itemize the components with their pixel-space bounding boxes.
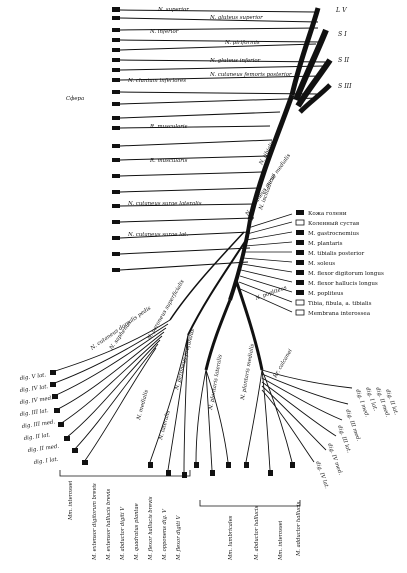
label-n-inferior: N. inferior xyxy=(149,29,179,35)
label-stub: Сфера xyxy=(66,95,84,102)
bottom-label: Mm. interossei xyxy=(68,480,74,521)
label-gluteus-superior: N. gluteus superior xyxy=(209,15,263,21)
label-lateralis: N. lateralis xyxy=(158,410,172,442)
legend-label: M. gastrocnemius xyxy=(308,231,359,237)
bottom-label: M. flexor digiti V xyxy=(176,514,182,561)
bottom-label: M. adductor hallucis xyxy=(296,501,302,557)
upper-branches xyxy=(119,9,327,271)
left-stubs xyxy=(112,7,120,272)
label-profundus: N. peroneus profundus xyxy=(174,328,196,391)
legend-marker xyxy=(296,260,304,265)
root-label: S I xyxy=(338,31,347,38)
bottom-label: M. extensor hallucis brevis xyxy=(106,489,112,561)
label-muscularis: R. muscularis xyxy=(149,124,188,130)
bottom-markers xyxy=(148,462,295,478)
legend-marker xyxy=(296,250,304,255)
legend-label: M. flexor digitorum longus xyxy=(308,271,384,277)
legend-marker xyxy=(296,270,304,275)
bottom-label: M. opponens dig. V xyxy=(162,508,168,561)
root-label: S II xyxy=(338,57,350,64)
legend-fan xyxy=(237,213,293,313)
legend-label: Коленный сустав xyxy=(308,221,359,227)
legend-marker xyxy=(295,219,305,226)
main-trunk xyxy=(169,219,264,371)
digit-label: dig. IV med. xyxy=(19,395,53,406)
left-foot-labels: dig. V lat. dig. IV lat. dig. IV med. di… xyxy=(19,372,59,466)
digit-label: dig. IV med. xyxy=(326,443,343,477)
legend: Кожа голени Коленный сустав M. gastrocne… xyxy=(295,210,384,317)
right-foot-labels: dig. I med. dig. I lat. dig. II med. dig… xyxy=(314,387,399,490)
legend-marker xyxy=(296,210,304,215)
bottom-labels: Mm. interossei M. extensor digitorum bre… xyxy=(68,480,302,561)
digit-label: dig. I lat. xyxy=(33,457,59,466)
legend-label: M. flexor hallucis longus xyxy=(308,281,378,287)
label-clunium: N. clunium inferiores xyxy=(127,78,186,84)
label-muscularis-2: R. muscularis xyxy=(149,158,188,164)
label-plantaris-med: N. plantaris medialis xyxy=(240,343,256,401)
digit-label: dig. II lat. xyxy=(23,432,51,442)
legend-label: M. soleus xyxy=(308,261,335,267)
bottom-label: M. flexor hallucis brevis xyxy=(148,496,154,561)
root-label: S III xyxy=(338,83,352,90)
legend-marker xyxy=(296,280,304,285)
bottom-label: M. extensor digitorum brevis xyxy=(92,483,98,561)
digit-label: dig. V lat. xyxy=(19,372,46,382)
bottom-label: Mm. lumbricales xyxy=(228,515,234,561)
digit-label: dig. II med. xyxy=(27,444,59,454)
legend-label: Кожа голени xyxy=(308,211,347,217)
label-sural: N. cutaneus surae lateralis xyxy=(127,201,202,207)
lower-fans xyxy=(51,319,353,473)
root-label: L V xyxy=(335,7,347,14)
legend-label: Membrana interossea xyxy=(308,311,371,317)
legend-label: M. plantaris xyxy=(308,241,343,247)
label-dorsalis: N. cutaneus dorsalis pedis xyxy=(89,305,152,352)
digit-label: dig. IV lat. xyxy=(19,384,48,394)
legend-marker xyxy=(295,309,305,316)
label-laterales: N. cutaneus surae lat. xyxy=(127,232,188,238)
label-gluteus-inferior: N. gluteus inferior xyxy=(209,58,261,64)
bottom-label: M. quadratus plantae xyxy=(134,503,140,561)
legend-label: Tibia, fibula, a. tibialis xyxy=(308,301,372,307)
bottom-label: Mm. interossei xyxy=(278,520,284,561)
legend-marker xyxy=(296,240,304,245)
left-foot-markers xyxy=(50,370,88,465)
legend-label: M. tibialis posterior xyxy=(308,251,364,257)
digit-label: dig. III lat. xyxy=(19,408,49,418)
label-calcanei: Rr. calcanei xyxy=(272,348,294,380)
legend-marker xyxy=(296,230,304,235)
digit-label: dig. III lat. xyxy=(336,425,352,455)
label-popliteus: N. popliteus xyxy=(254,285,288,302)
legend-label: M. popliteus xyxy=(308,291,344,297)
bottom-label: M. abductor hallucis xyxy=(254,505,260,561)
bottom-brackets xyxy=(59,470,301,507)
label-piriformis: N. piriformis xyxy=(224,40,260,46)
bottom-label: M. abductor digiti V xyxy=(120,506,126,561)
digit-label: dig. III med. xyxy=(21,419,55,430)
label-cutaneus-femoris: N. cutaneus femoris posterior xyxy=(209,72,292,78)
legend-marker xyxy=(295,299,305,306)
label-n-superior: N. superior xyxy=(157,7,189,13)
digit-label: dig. IV lat. xyxy=(314,461,330,490)
label-medialis: N. medialis xyxy=(136,389,150,421)
legend-marker xyxy=(296,290,304,295)
